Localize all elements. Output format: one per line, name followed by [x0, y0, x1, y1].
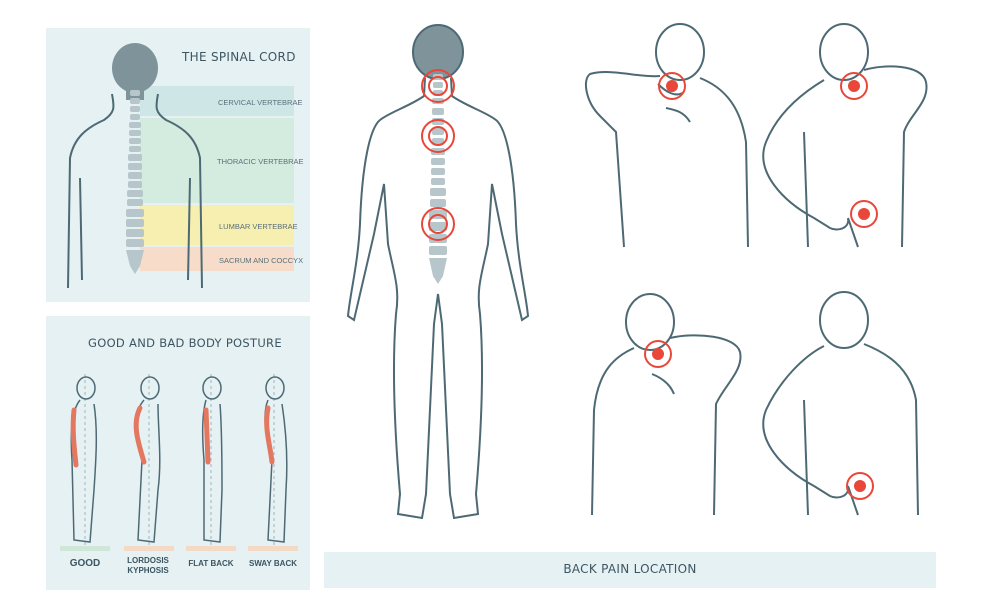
- spine-column: [126, 90, 144, 274]
- posture-title: GOOD AND BAD BODY POSTURE: [88, 336, 282, 350]
- neck-pain-figure-left: [584, 23, 749, 248]
- pain-target-upper-back: [421, 119, 455, 153]
- region-band-thoracic: [140, 118, 294, 203]
- pain-target-lower-back: [846, 472, 874, 500]
- region-label-lumbar: LUMBAR VERTEBRAE: [219, 222, 298, 231]
- neck-pain-figure-bottom: [591, 293, 742, 516]
- spinal-cord-title: THE SPINAL CORD: [182, 50, 296, 64]
- pain-target-lower-back: [421, 207, 455, 241]
- torso-outline: [67, 93, 203, 289]
- region-band-sacrum: [140, 247, 294, 271]
- head-outline: [819, 291, 869, 349]
- region-label-cervical: CERVICAL VERTEBRAE: [218, 98, 303, 107]
- posture-figure-flat-back: [186, 374, 236, 551]
- posture-label-sway-back: SWAY BACK: [248, 559, 297, 568]
- neck-and-low-back-pain-figure: [762, 23, 928, 248]
- full-body-figure: [346, 24, 530, 520]
- posture-label-lordosis-text: LORDOSIS KYPHOSIS: [127, 556, 169, 575]
- pain-target-neck: [644, 340, 672, 368]
- spine-column: [429, 74, 447, 284]
- pain-target-neck: [421, 69, 455, 103]
- posture-label-lordosis-kyphosis: LORDOSIS KYPHOSIS: [118, 556, 178, 576]
- posture-figures: [60, 374, 298, 551]
- pain-target-neck: [840, 72, 868, 100]
- posture-figure-good: [60, 374, 110, 551]
- region-band-lumbar: [140, 205, 294, 245]
- head-silhouette: [112, 43, 158, 93]
- head-outline: [625, 293, 675, 351]
- back-pain-caption-bar: [324, 552, 936, 588]
- posture-label-good: GOOD: [69, 558, 101, 569]
- back-pain-caption: BACK PAIN LOCATION: [563, 562, 697, 576]
- region-label-thoracic: THORACIC VERTEBRAE: [217, 157, 304, 166]
- region-band-cervical: [140, 86, 294, 116]
- spinal-cord-illustration: [67, 43, 294, 289]
- posture-panel: [46, 316, 310, 590]
- pain-target-neck: [658, 72, 686, 100]
- region-label-sacrum: SACRUM AND COCCYX: [219, 256, 304, 265]
- posture-label-flat-back: FLAT BACK: [188, 559, 234, 568]
- head-outline: [655, 23, 705, 81]
- head-outline: [819, 23, 869, 81]
- low-back-pain-figure: [762, 291, 919, 516]
- posture-figure-sway-back: [248, 374, 298, 551]
- posture-figure-lordosis-kyphosis: [124, 374, 174, 551]
- pain-target-lower-back: [850, 200, 878, 228]
